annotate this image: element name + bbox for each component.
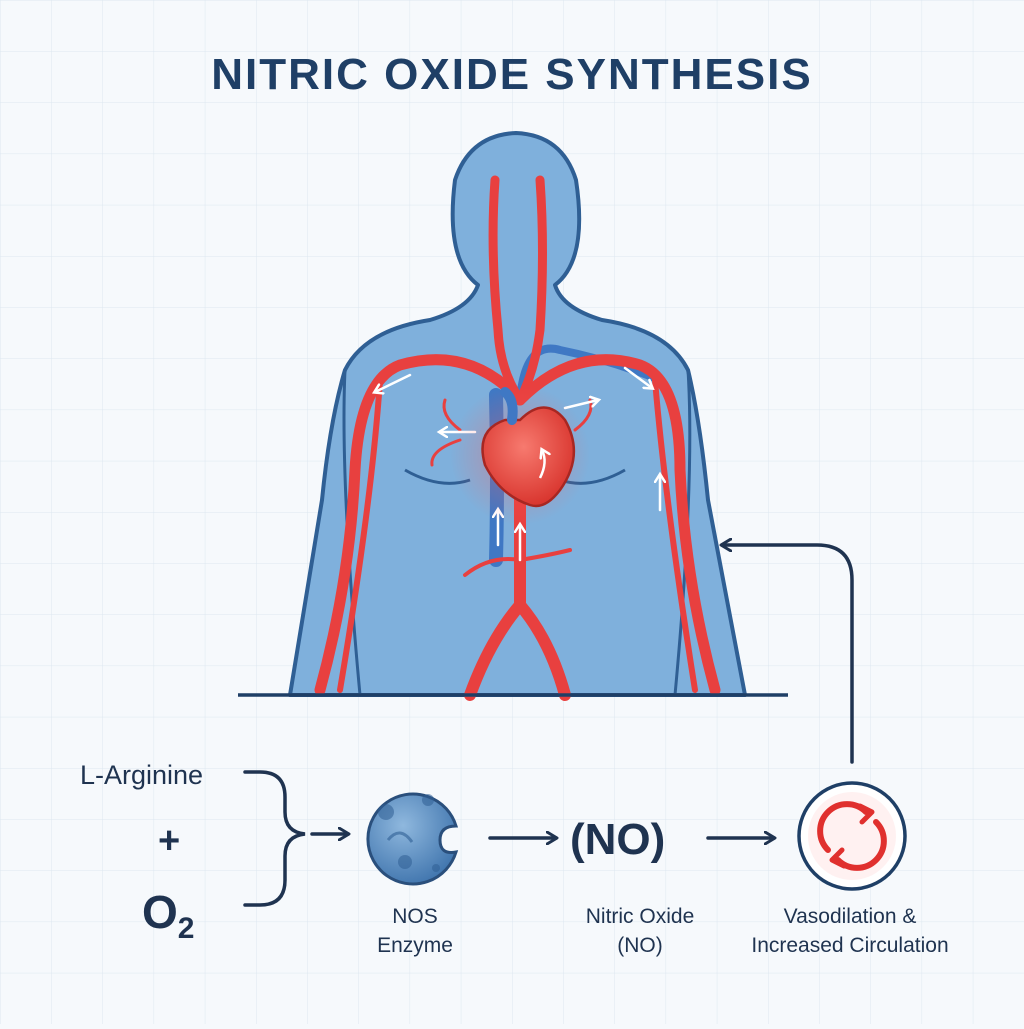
vasodilation-caption-line2: Increased Circulation [751,934,949,957]
vasodilation-caption: Vasodilation & Increased Circulation [720,902,980,960]
feedback-arrow [722,545,854,764]
nitric-oxide-caption-line2: (NO) [617,934,663,957]
diagram-title: NITRIC OXIDE SYNTHESIS [211,50,813,99]
input-bracket [243,770,306,907]
vasodilation-caption-line1: Vasodilation & [783,905,917,928]
oxygen-subscript: 2 [177,912,195,946]
plus-sign: + [158,820,181,862]
input-oxygen: O2 [142,885,194,946]
circulation-cycle-icon [797,781,907,891]
nitric-oxide-caption: Nitric Oxide (NO) [540,902,740,960]
enzyme-caption-line1: NOS [392,905,438,928]
enzyme-caption-line2: Enzyme [377,934,453,957]
oxygen-symbol: O [142,886,178,938]
enzyme-caption: NOS Enzyme [355,902,475,960]
nitric-oxide-caption-line1: Nitric Oxide [585,905,695,928]
blood-vessels [314,175,721,701]
no-symbol: (NO) [570,815,666,864]
input-l-arginine: L-Arginine [80,760,204,790]
enzyme-icon [366,792,459,886]
heart-icon [450,385,590,525]
